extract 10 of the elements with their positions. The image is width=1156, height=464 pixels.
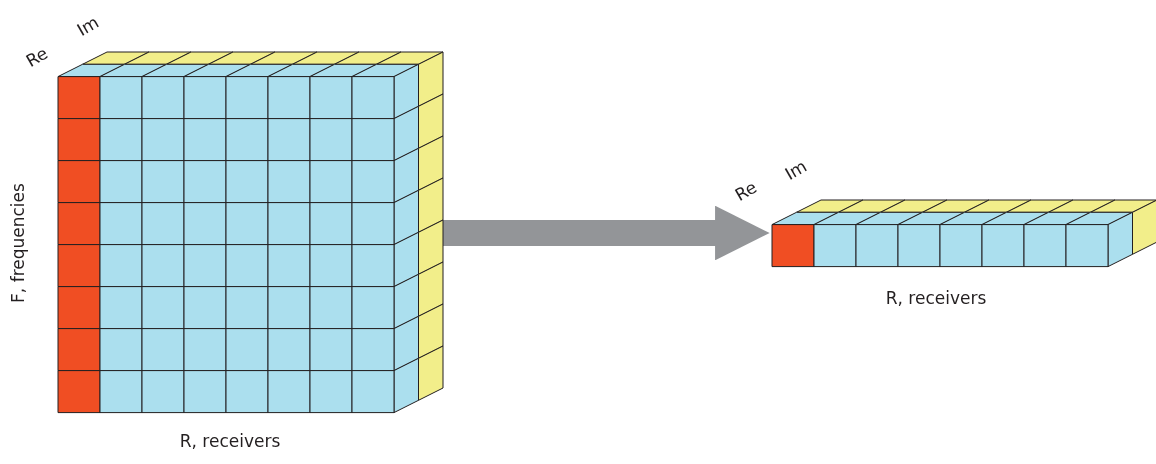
block-arrow [443, 205, 770, 261]
axis-label: Re [731, 176, 761, 206]
axis-label: F, frequencies [8, 183, 28, 303]
axis-label: R, receivers [179, 431, 281, 451]
tensor-grid-drawing [772, 200, 1156, 267]
axis-label: Im [73, 11, 103, 41]
axis-label: R, receivers [885, 288, 987, 308]
axis-label: Im [781, 155, 811, 185]
tensor-grid-drawing [58, 52, 443, 413]
axis-label: Re [22, 42, 52, 72]
